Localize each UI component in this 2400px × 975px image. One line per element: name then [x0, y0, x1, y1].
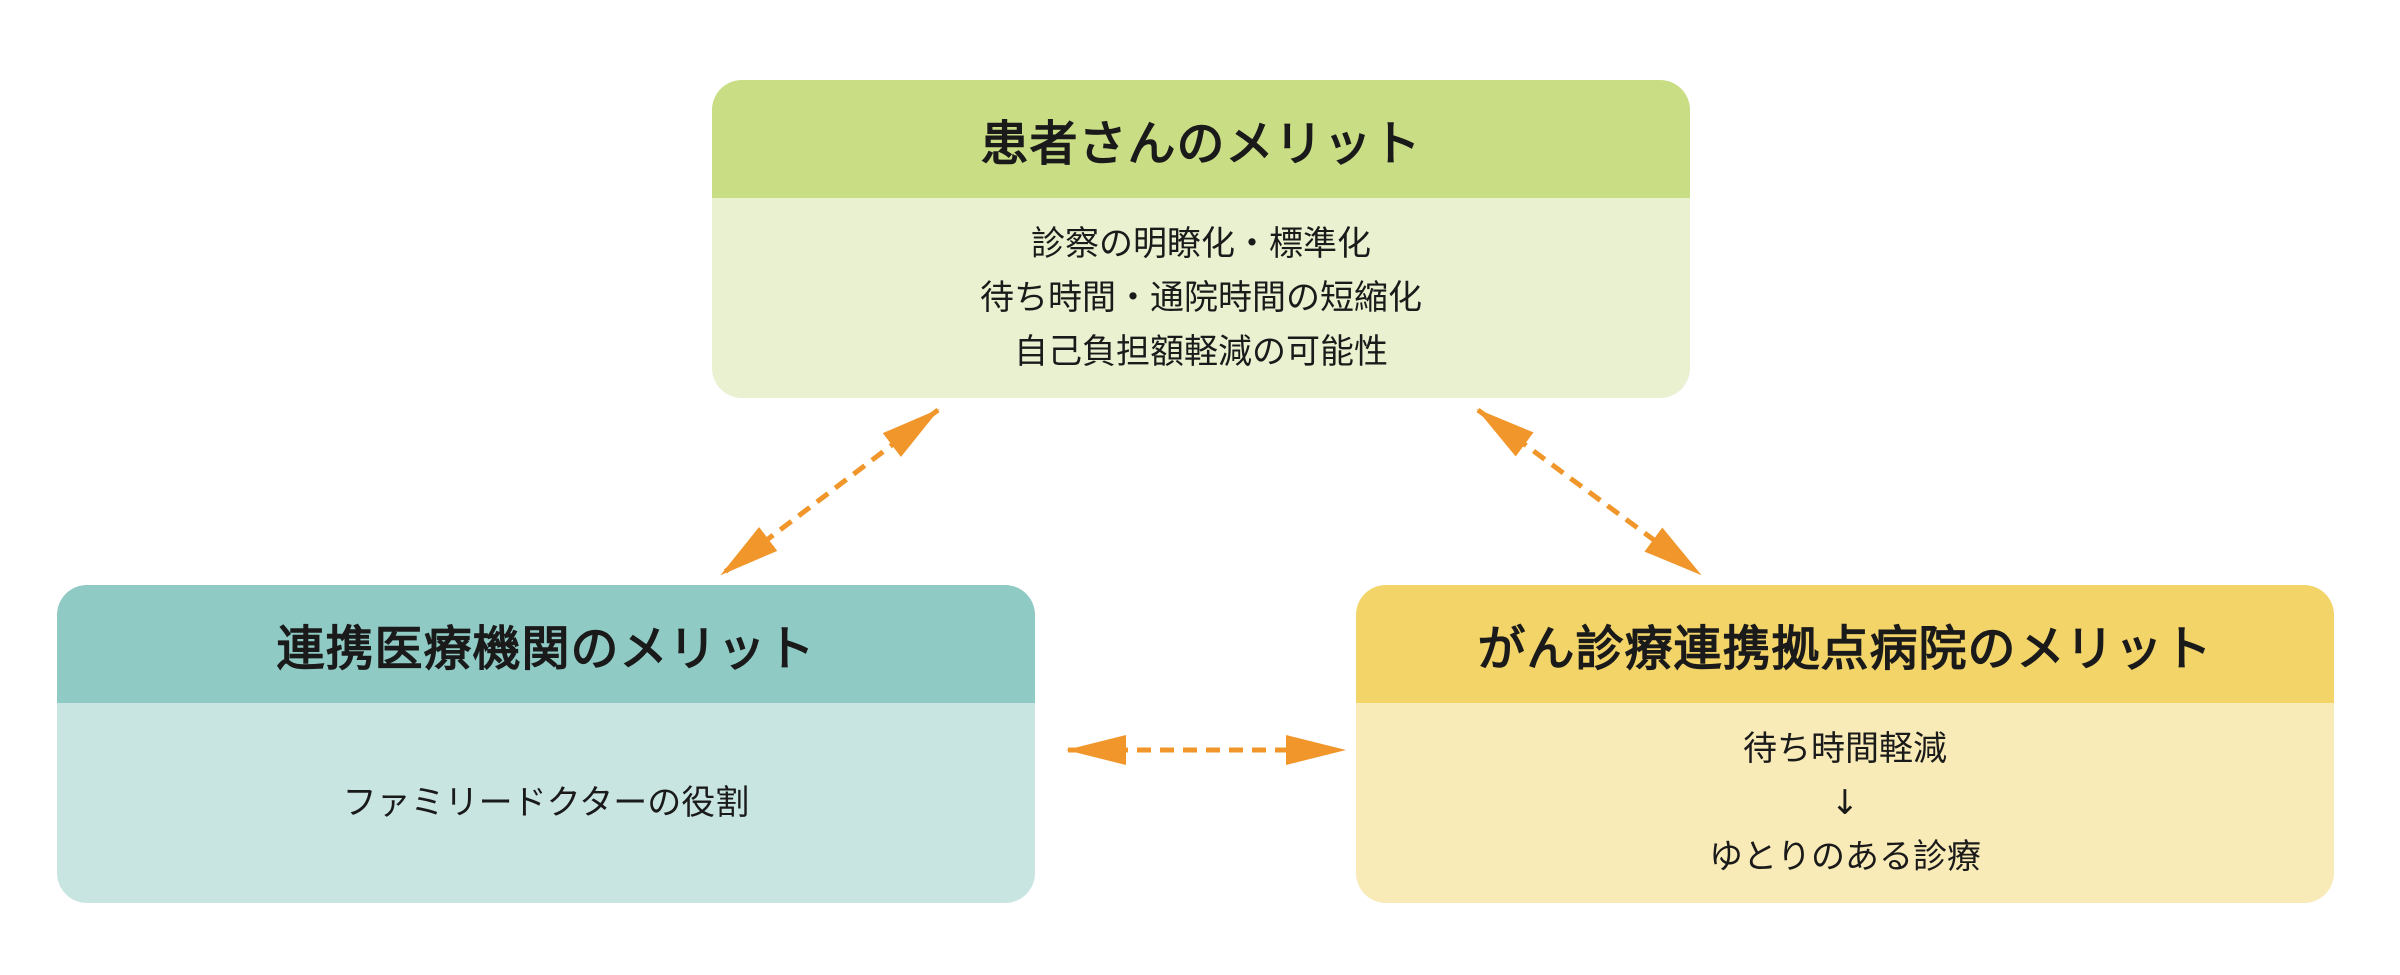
- patient-merit-body: 診察の明瞭化・標準化 待ち時間・通院時間の短縮化 自己負担額軽減の可能性: [712, 198, 1690, 398]
- patient-merit-line: 待ち時間・通院時間の短縮化: [980, 278, 1422, 318]
- clinic-merit-line: ファミリードクターの役割: [342, 783, 750, 823]
- hospital-merit-down-arrow: ↓: [1830, 783, 1860, 823]
- clinic-merit-title: 連携医療機関のメリット: [57, 585, 1035, 703]
- arrow-patient-hospital: [1476, 407, 1702, 577]
- hospital-merit-title: がん診療連携拠点病院のメリット: [1356, 585, 2334, 703]
- hospital-merit-line: ゆとりのある診療: [1709, 837, 1981, 877]
- hospital-merit-body: 待ち時間軽減 ↓ ゆとりのある診療: [1356, 703, 2334, 903]
- patient-merit-title: 患者さんのメリット: [712, 80, 1690, 198]
- arrow-patient-clinic: [720, 408, 940, 576]
- patient-merit-box: 患者さんのメリット 診察の明瞭化・標準化 待ち時間・通院時間の短縮化 自己負担額…: [712, 80, 1690, 398]
- clinic-merit-box: 連携医療機関のメリット ファミリードクターの役割: [57, 585, 1035, 903]
- patient-merit-line: 診察の明瞭化・標準化: [1031, 224, 1371, 264]
- hospital-merit-line: 待ち時間軽減: [1743, 729, 1947, 769]
- clinic-merit-body: ファミリードクターの役割: [57, 703, 1035, 903]
- hospital-merit-box: がん診療連携拠点病院のメリット 待ち時間軽減 ↓ ゆとりのある診療: [1356, 585, 2334, 903]
- patient-merit-line: 自己負担額軽減の可能性: [1014, 332, 1388, 372]
